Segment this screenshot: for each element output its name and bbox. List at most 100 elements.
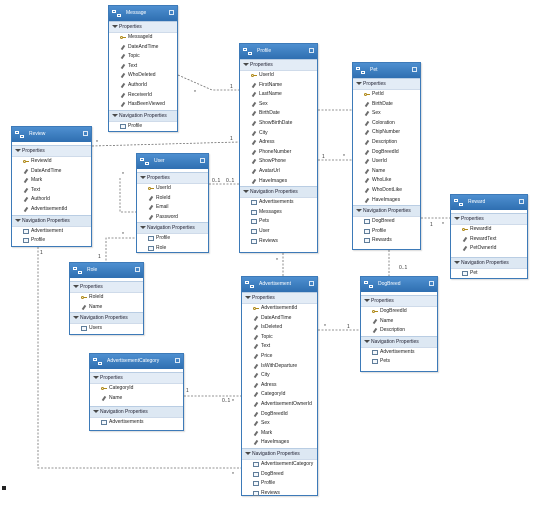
property-item[interactable]: IsWithDeparture <box>242 362 317 372</box>
entity-header[interactable]: AdvertisementCategory <box>90 354 183 369</box>
entity-header[interactable]: Pet <box>353 63 420 78</box>
property-item[interactable]: ChipNumber <box>353 128 420 138</box>
properties-section[interactable]: Properties <box>109 21 177 33</box>
navigation-item[interactable]: Profile <box>242 479 317 489</box>
key-property[interactable]: PetId <box>353 90 420 100</box>
entity-header[interactable]: Review <box>12 127 91 142</box>
entity-advertisementcategory[interactable]: AdvertisementCategory Properties Categor… <box>89 353 184 431</box>
collapse-icon[interactable] <box>83 131 88 136</box>
property-item[interactable]: Coloration <box>353 119 420 129</box>
navigation-item[interactable]: Rewards <box>353 236 420 246</box>
properties-section[interactable]: Properties <box>242 292 317 304</box>
entity-header[interactable]: DogBreed <box>361 277 437 292</box>
property-item[interactable]: PhoneNumber <box>240 148 317 158</box>
property-item[interactable]: DateAndTime <box>12 167 91 177</box>
navigation-section[interactable]: Navigation Properties <box>361 335 437 348</box>
property-item[interactable]: HasBeenViewed <box>109 100 177 110</box>
property-item[interactable]: Description <box>353 138 420 148</box>
entity-header[interactable]: User <box>137 154 208 169</box>
property-item[interactable]: Adress <box>242 381 317 391</box>
key-property[interactable]: RoleId <box>70 293 143 303</box>
property-item[interactable]: ReceiverId <box>109 91 177 101</box>
navigation-item[interactable]: DogBreed <box>353 217 420 227</box>
navigation-item[interactable]: Advertisements <box>240 198 317 208</box>
navigation-item[interactable]: AdvertisementCategory <box>242 460 317 470</box>
entity-dogbreed[interactable]: DogBreed Properties DogBreedId Name Desc… <box>360 276 438 372</box>
collapse-icon[interactable] <box>429 281 434 286</box>
property-item[interactable]: Topic <box>109 52 177 62</box>
collapse-icon[interactable] <box>412 67 417 72</box>
property-item[interactable]: Password <box>137 213 208 223</box>
property-item[interactable]: Name <box>353 167 420 177</box>
entity-header[interactable]: Role <box>70 263 143 278</box>
property-item[interactable]: AuthorId <box>109 81 177 91</box>
navigation-item[interactable]: Advertisements <box>90 418 183 428</box>
navigation-section[interactable]: Navigation Properties <box>451 256 527 269</box>
property-item[interactable]: DogBreedId <box>242 410 317 420</box>
property-item[interactable]: WhoLike <box>353 176 420 186</box>
navigation-section[interactable]: Navigation Properties <box>70 312 143 325</box>
key-property[interactable]: AdvertisementId <box>242 304 317 314</box>
entity-profile[interactable]: Profile Properties UserId FirstName Last… <box>239 43 318 253</box>
navigation-item[interactable]: Messages <box>240 208 317 218</box>
entity-header[interactable]: Reward <box>451 195 527 210</box>
property-item[interactable]: FirstName <box>240 81 317 91</box>
property-item[interactable]: BirthDate <box>353 100 420 110</box>
properties-section[interactable]: Properties <box>12 145 91 157</box>
navigation-item[interactable]: Pets <box>240 217 317 227</box>
property-item[interactable]: DateAndTime <box>242 314 317 324</box>
property-item[interactable]: Name <box>70 303 143 313</box>
property-item[interactable]: AvatarUrl <box>240 167 317 177</box>
property-item[interactable]: Sex <box>240 100 317 110</box>
navigation-item[interactable]: Profile <box>137 234 208 244</box>
property-item[interactable]: RewardText <box>451 235 527 245</box>
property-item[interactable]: WhoDontLike <box>353 186 420 196</box>
property-item[interactable]: Name <box>361 317 437 327</box>
navigation-section[interactable]: Navigation Properties <box>109 109 177 122</box>
property-item[interactable]: RoleId <box>137 194 208 204</box>
entity-review[interactable]: Review Properties ReviewId DateAndTime M… <box>11 126 92 247</box>
collapse-icon[interactable] <box>200 158 205 163</box>
property-item[interactable]: Text <box>109 62 177 72</box>
collapse-icon[interactable] <box>519 199 524 204</box>
property-item[interactable]: BirthDate <box>240 109 317 119</box>
navigation-item[interactable]: Profile <box>12 236 91 246</box>
navigation-item[interactable]: Pet <box>451 269 527 279</box>
property-item[interactable]: HaveImages <box>353 196 420 206</box>
entity-pet[interactable]: Pet Properties PetId BirthDate Sex Color… <box>352 62 421 250</box>
properties-section[interactable]: Properties <box>451 213 527 225</box>
property-item[interactable]: DateAndTime <box>109 43 177 53</box>
navigation-section[interactable]: Navigation Properties <box>353 205 420 218</box>
property-item[interactable]: City <box>240 129 317 139</box>
property-item[interactable]: HaveImages <box>240 177 317 187</box>
key-property[interactable]: ReviewId <box>12 157 91 167</box>
entity-header[interactable]: Advertisement <box>242 277 317 292</box>
navigation-section[interactable]: Navigation Properties <box>90 406 183 419</box>
property-item[interactable]: AdvertisementId <box>12 205 91 215</box>
property-item[interactable]: Sex <box>353 109 420 119</box>
properties-section[interactable]: Properties <box>240 59 317 71</box>
property-item[interactable]: Mark <box>12 176 91 186</box>
navigation-item[interactable]: Reviews <box>240 237 317 247</box>
navigation-item[interactable]: Users <box>70 324 143 334</box>
collapse-icon[interactable] <box>175 358 180 363</box>
key-property[interactable]: CategoryId <box>90 384 183 394</box>
navigation-item[interactable]: Pets <box>361 357 437 367</box>
navigation-item[interactable]: Advertisement <box>12 227 91 237</box>
property-item[interactable]: Description <box>361 326 437 336</box>
property-item[interactable]: UserId <box>353 157 420 167</box>
navigation-item[interactable]: Profile <box>109 122 177 132</box>
property-item[interactable]: ShowPhone <box>240 157 317 167</box>
navigation-section[interactable]: Navigation Properties <box>137 222 208 235</box>
navigation-item[interactable]: Role <box>137 244 208 254</box>
property-item[interactable]: LastName <box>240 90 317 100</box>
entity-header[interactable]: Message <box>109 6 177 21</box>
navigation-section[interactable]: Navigation Properties <box>12 214 91 227</box>
property-item[interactable]: Name <box>90 394 183 404</box>
collapse-icon[interactable] <box>135 267 140 272</box>
property-item[interactable]: Text <box>242 342 317 352</box>
collapse-icon[interactable] <box>309 48 314 53</box>
property-item[interactable]: HaveImages <box>242 438 317 448</box>
entity-message[interactable]: Message Properties MessageId DateAndTime… <box>108 5 178 132</box>
property-item[interactable]: Email <box>137 203 208 213</box>
